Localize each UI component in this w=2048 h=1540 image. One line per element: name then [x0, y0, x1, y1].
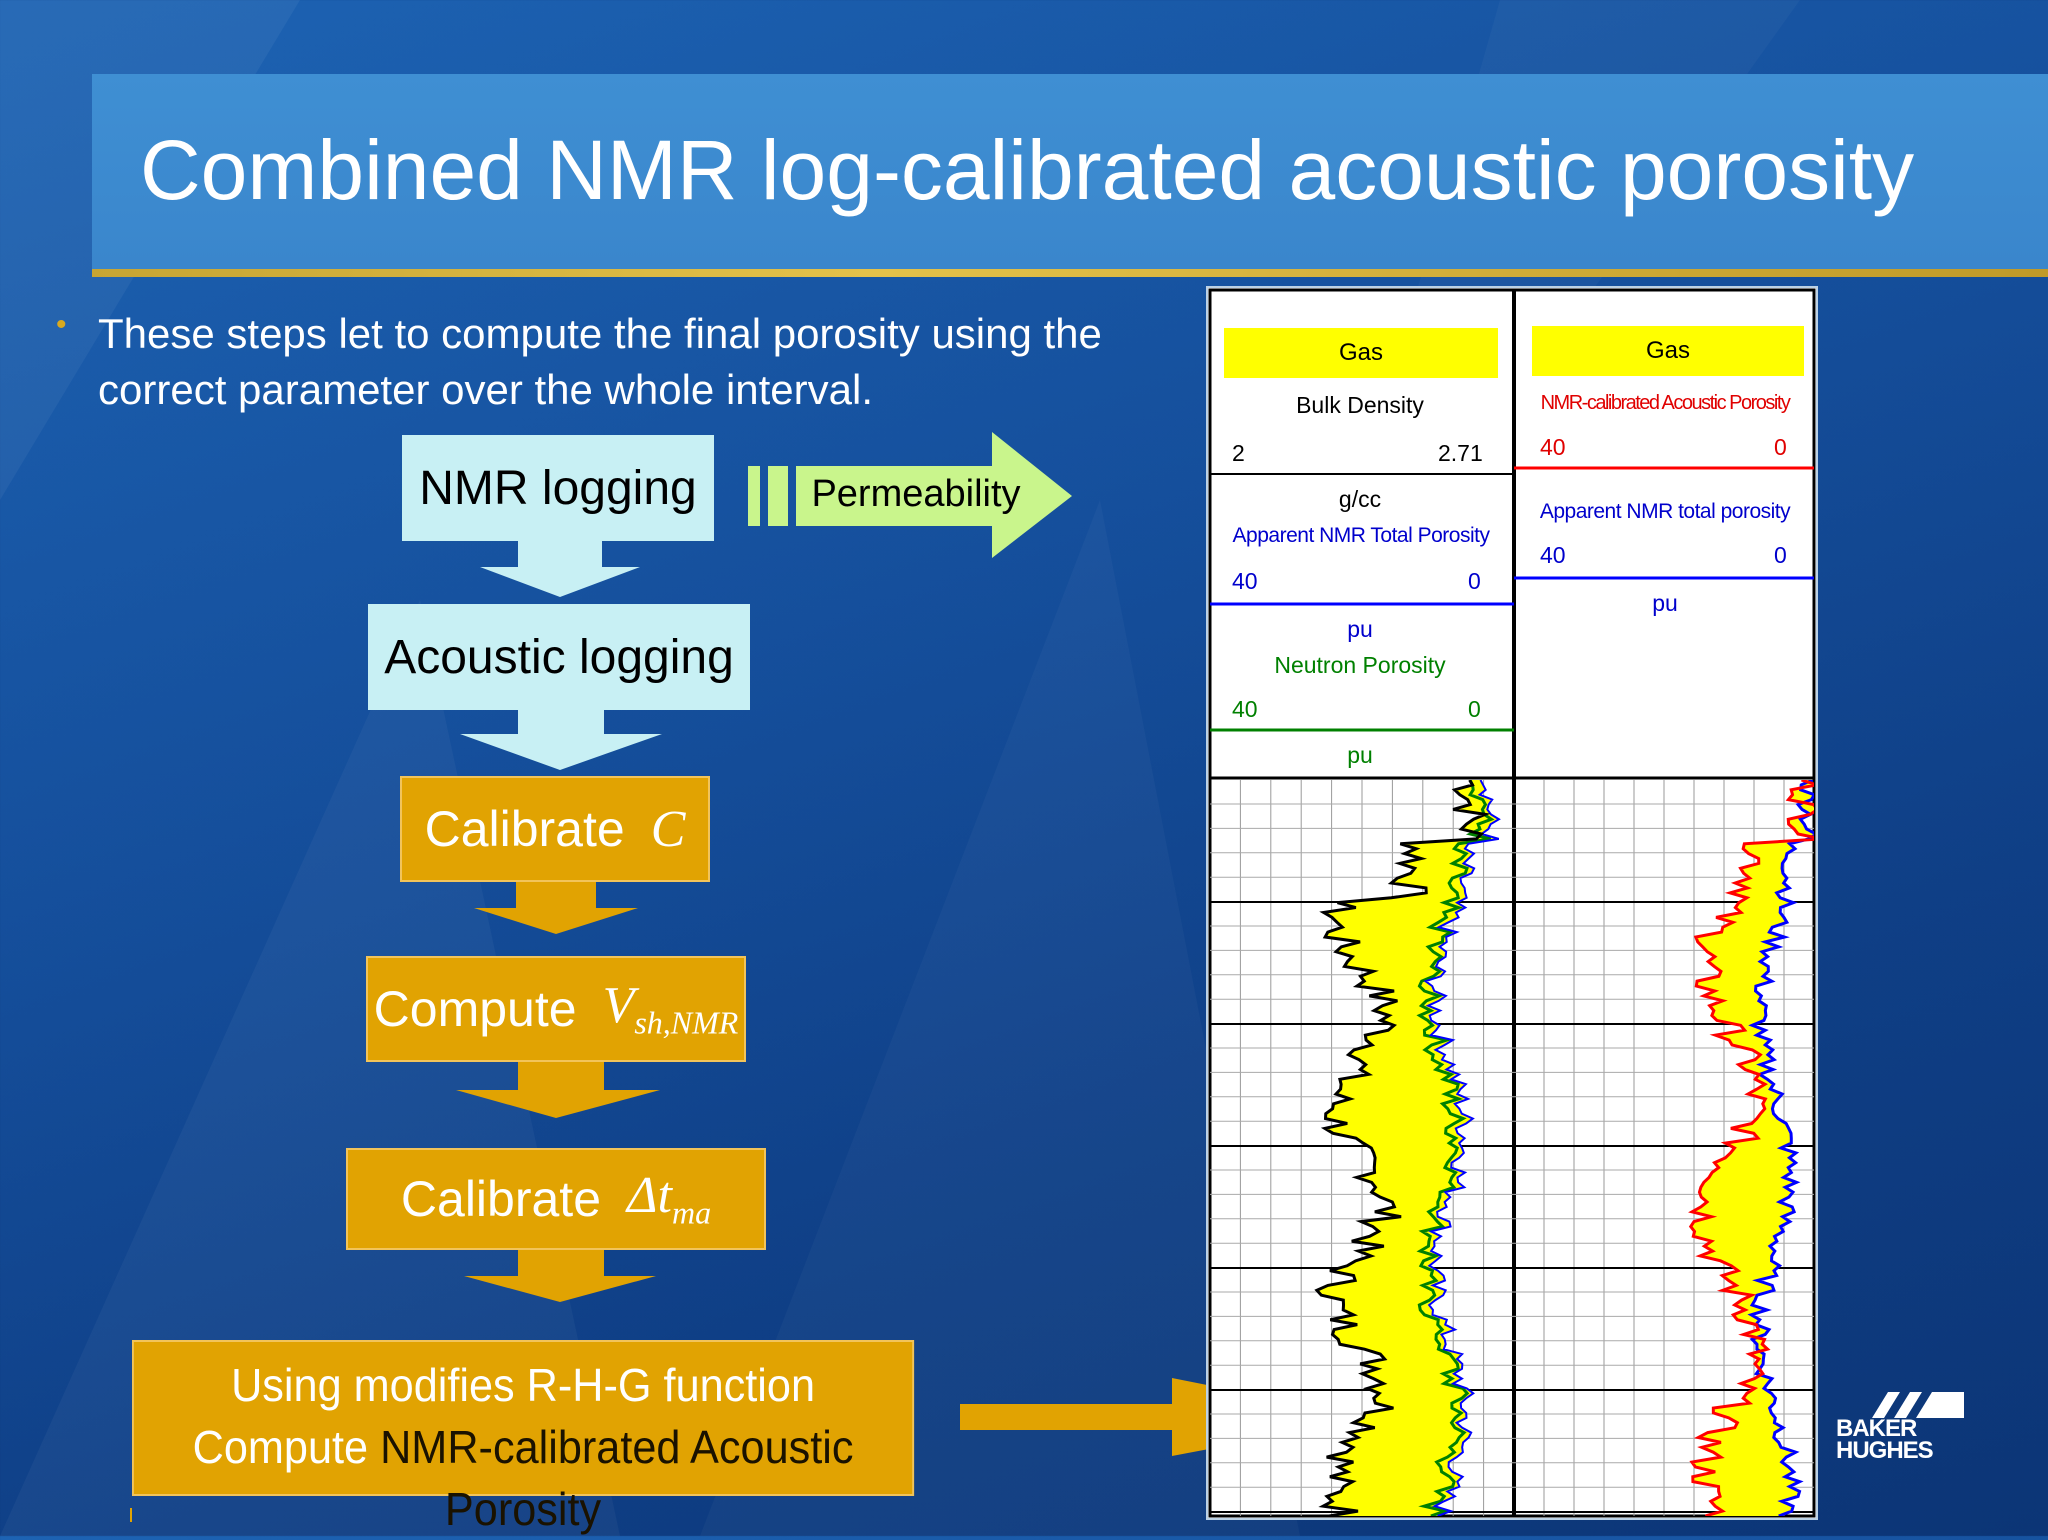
track2-nmr-total: Apparent NMR total porosity — [1539, 500, 1791, 523]
track1-nmr-min: 40 — [1232, 568, 1258, 594]
track1-bd-min: 2 — [1232, 440, 1245, 466]
permeability-arrow — [748, 432, 1072, 558]
track1-neutron-min: 40 — [1232, 696, 1258, 722]
flow-arrow-5 — [464, 1250, 656, 1302]
slide-title: Combined NMR log-calibrated acoustic por… — [140, 123, 1915, 217]
gas-fill-track1 — [1316, 780, 1499, 1516]
track1-nmr-max: 0 — [1468, 568, 1481, 594]
flow-arrow-1 — [480, 541, 640, 597]
intro-text: These steps let to compute the final por… — [98, 310, 1102, 413]
calibrate-c-box: Calibrate C — [400, 776, 710, 882]
track2-nac-min: 40 — [1540, 434, 1566, 460]
compute-variable-sub: sh,NMR — [634, 1004, 739, 1041]
track1-gas-legend: Gas — [1224, 328, 1498, 378]
nmr-logging-box: NMR logging — [402, 435, 714, 541]
brand-text: BAKER HUGHES — [1836, 1415, 1934, 1464]
neutron-porosity-curve — [1416, 780, 1495, 1516]
track1-neutron-max: 0 — [1468, 696, 1481, 722]
nmr-total-porosity-curve-track2 — [1747, 780, 1814, 1516]
acoustic-logging-label: Acoustic logging — [384, 630, 734, 684]
track1-bd-unit: g/cc — [1338, 486, 1382, 512]
final-line-2-highlight: NMR-calibrated Acoustic Porosity — [380, 1421, 854, 1535]
calibrate-c-variable: C — [650, 800, 686, 858]
calibrate-dt-variable-main: Δt — [627, 1167, 672, 1225]
brand-logo: BAKER HUGHES — [1836, 1388, 1966, 1464]
final-line-2-prefix: Compute — [192, 1421, 369, 1473]
final-line-2: Compute NMR-calibrated Acoustic Porosity — [134, 1416, 912, 1540]
flow-arrow-4 — [456, 1062, 660, 1118]
nmr-calibrated-acoustic-curve — [1688, 780, 1814, 1516]
nmr-total-porosity-curve-track1 — [1423, 780, 1501, 1516]
calibrate-dt-box: Calibrate Δtma — [346, 1148, 766, 1250]
compute-vsh-box: Compute Vsh,NMR — [366, 956, 746, 1062]
track1-nmr-total: Apparent NMR Total Porosity — [1232, 524, 1490, 547]
track1-bd-max: 2.71 — [1438, 440, 1483, 466]
calibrate-dt-variable-sub: ma — [671, 1194, 712, 1231]
acoustic-logging-box: Acoustic logging — [368, 604, 750, 710]
final-step-box: Using modifies R-H-G function Compute NM… — [132, 1340, 915, 1535]
bullet-marker: • — [56, 308, 67, 341]
compute-variable: Vsh,NMR — [603, 976, 739, 1041]
track1-neutron-unit: pu — [1347, 742, 1373, 768]
track2-gas-legend: Gas — [1532, 326, 1804, 376]
gas-fill-track2 — [1690, 780, 1814, 1516]
final-line-1: Using modifies R-H-G function — [231, 1359, 815, 1411]
compute-variable-main: V — [602, 977, 635, 1035]
track2-nac-max: 0 — [1774, 434, 1787, 460]
bulk-density-curve — [1314, 780, 1491, 1516]
log-curves-area — [1210, 780, 1814, 1516]
flow-arrow-3 — [474, 882, 638, 934]
track2-nmr-max: 0 — [1774, 542, 1787, 568]
flow-arrow-2 — [460, 710, 662, 770]
calibrate-dt-label: Calibrate — [400, 1171, 602, 1227]
logo-mark — [1872, 1392, 1964, 1418]
track1-neutron: Neutron Porosity — [1274, 652, 1446, 678]
track1-nmr-unit: pu — [1347, 616, 1373, 642]
track1-bulk-density: Bulk Density — [1296, 392, 1424, 418]
well-log-panel: Gas Bulk Density 2 2.71 g/cc Apparent NM… — [1206, 286, 1818, 1520]
title-bar: Combined NMR log-calibrated acoustic por… — [92, 74, 2048, 277]
permeability-label: Permeability — [811, 472, 1021, 515]
track2-nmr-unit: pu — [1652, 590, 1678, 616]
calibrate-dt-variable: Δtma — [627, 1166, 711, 1231]
title-underline — [92, 269, 2048, 277]
track2-nmr-acoustic: NMR-calibrated Acoustic Porosity — [1540, 392, 1791, 414]
track2-nmr-min: 40 — [1540, 542, 1566, 568]
footer-mark — [130, 1508, 132, 1522]
nmr-logging-label: NMR logging — [419, 461, 697, 515]
calibrate-c-label: Calibrate — [424, 801, 625, 857]
compute-label: Compute — [373, 981, 577, 1037]
